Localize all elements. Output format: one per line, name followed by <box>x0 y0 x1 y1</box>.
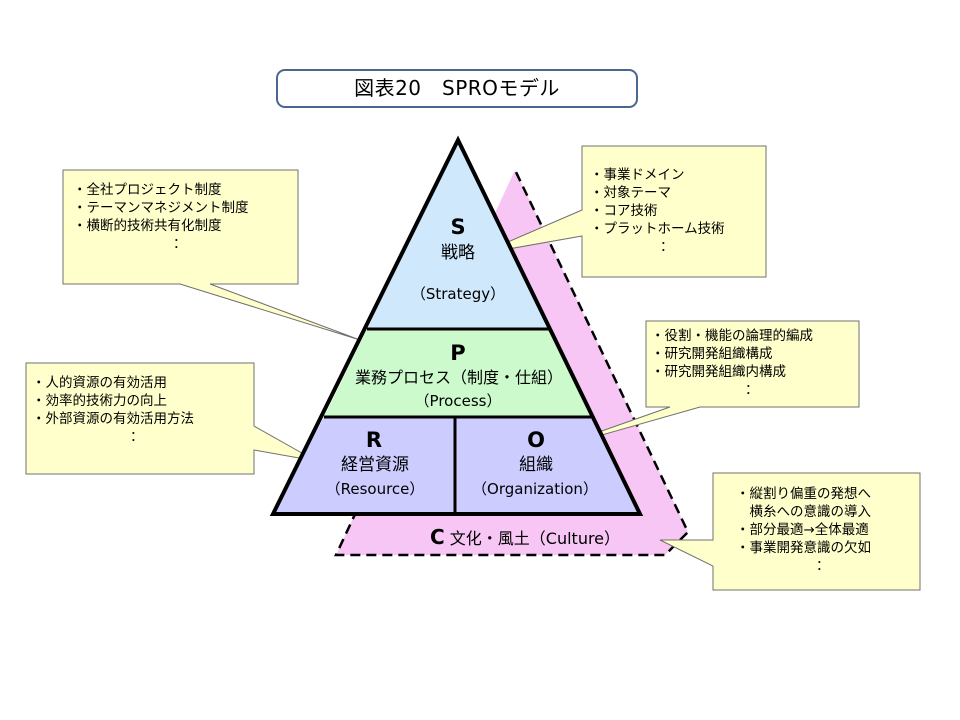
note-item: 人的資源の有効活用 <box>32 374 194 392</box>
note-strategy-right: 事業ドメイン 対象テーマ コア技術 プラットホーム技術 ： <box>590 166 725 256</box>
note-item: 部分最適→全体最適 <box>736 521 871 539</box>
note-item: 研究開発組織構成 <box>651 345 813 363</box>
culture-name: 文化・風土（Culture） <box>449 529 621 548</box>
culture-dashed-border <box>334 169 690 557</box>
note-item: 研究開発組織内構成 <box>651 363 813 381</box>
culture-label: C 文化・風土（Culture） <box>430 525 660 551</box>
process-english: （Process） <box>414 392 502 410</box>
note-item: 事業ドメイン <box>590 166 725 184</box>
strategy-layer <box>367 140 551 329</box>
note-ellipsis: ： <box>745 382 759 398</box>
resource-letter: R <box>365 428 383 452</box>
resource-english: （Resource） <box>325 480 425 498</box>
note-item: コア技術 <box>590 202 725 220</box>
note-organization: 役割・機能の論理的編成 研究開発組織構成 研究開発組織内構成 ： <box>651 327 814 399</box>
strategy-name: 戦略 <box>441 243 475 263</box>
note-item: 役割・機能の論理的編成 <box>651 327 814 345</box>
note-strategy-left: 全社プロジェクト制度 テーマンマネジメント制度 横断的技術共有化制度 ： <box>73 181 249 253</box>
organization-name: 組織 <box>519 455 553 475</box>
note-item: プラットホーム技術 <box>590 220 725 238</box>
note-item: 外部資源の有効活用方法 <box>32 410 195 428</box>
process-name: 業務プロセス（制度・仕組） <box>354 368 563 387</box>
resource-name: 経営資源 <box>341 455 409 475</box>
culture-letter: C <box>430 525 445 549</box>
note-ellipsis: ： <box>130 429 144 445</box>
note-item: 横糸への意識の導入 <box>749 504 872 520</box>
process-letter: P <box>450 341 466 365</box>
strategy-letter: S <box>450 215 466 239</box>
note-item: テーマンマネジメント制度 <box>73 199 249 217</box>
note-resource: 人的資源の有効活用 効率的技術力の向上 外部資源の有効活用方法 ： <box>32 374 195 446</box>
note-item: 横断的技術共有化制度 <box>73 217 249 235</box>
note-item: 効率的技術力の向上 <box>32 392 194 410</box>
organization-letter: O <box>527 428 545 452</box>
process-layer <box>324 329 593 417</box>
note-item: 全社プロジェクト制度 <box>73 181 249 199</box>
note-ellipsis: ： <box>660 239 674 255</box>
note-culture: 縦割り偏重の発想へ 横糸への意識の導入 部分最適→全体最適 事業開発意識の欠如 … <box>736 485 872 575</box>
figure-title: 図表20 SPROモデル <box>276 69 638 108</box>
note-item: 対象テーマ <box>590 184 725 202</box>
strategy-english: （Strategy） <box>410 285 506 303</box>
note-ellipsis: ： <box>816 558 830 574</box>
note-item: 事業開発意識の欠如 <box>736 539 872 557</box>
organization-english: （Organization） <box>472 480 598 498</box>
note-ellipsis: ： <box>173 236 187 252</box>
note-item: 縦割り偏重の発想へ <box>736 485 872 503</box>
